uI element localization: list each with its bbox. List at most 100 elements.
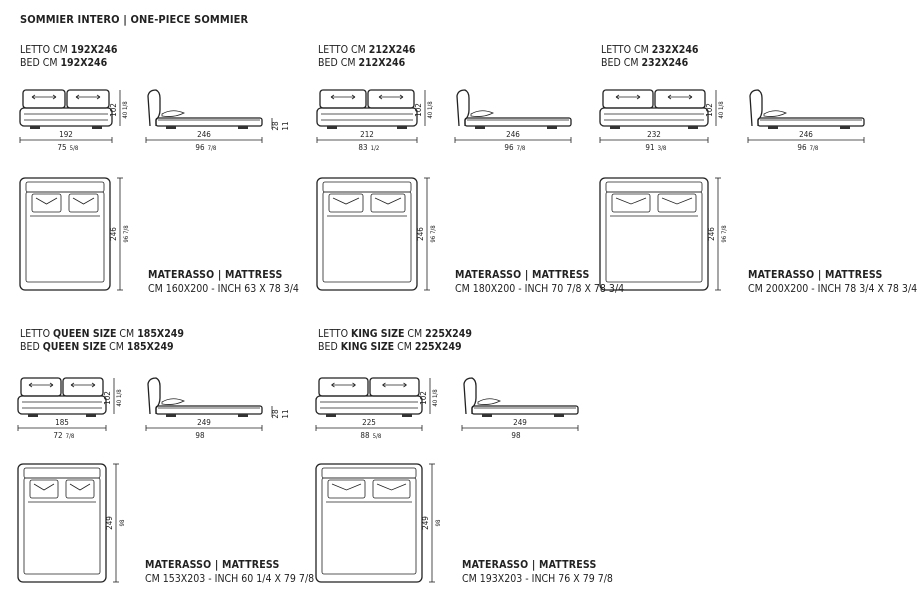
pillow-left bbox=[31, 193, 62, 213]
plan-headboard bbox=[25, 181, 105, 193]
bed-header: LETTO CM 212X246 BED CM 212X246 bbox=[318, 44, 416, 70]
mattress-label-2: MATERASSO | MATTRESS CM 200X200 - INCH 7… bbox=[748, 269, 917, 295]
bed-foot bbox=[840, 126, 850, 129]
headboard-cushion-right bbox=[369, 377, 420, 397]
bed-foot bbox=[554, 414, 564, 417]
side-length-cm: 249 bbox=[197, 418, 211, 427]
bed-foot bbox=[166, 414, 176, 417]
base-height-cm: 28 bbox=[271, 409, 280, 419]
headboard-cushion-right bbox=[367, 89, 415, 109]
front-height-cm: 102 bbox=[103, 391, 112, 405]
plan-view bbox=[599, 177, 721, 291]
plan-length-in: 96 7/8 bbox=[123, 225, 130, 243]
pillow-left bbox=[611, 193, 651, 213]
letto-line: LETTO CM 212X246 bbox=[318, 44, 416, 56]
plan-headboard bbox=[605, 181, 703, 193]
headboard-side bbox=[463, 377, 477, 415]
bed-foot bbox=[475, 126, 485, 129]
bed-line: BED QUEEN SIZE CM 185X249 bbox=[20, 341, 174, 353]
bed-frame-front bbox=[599, 107, 709, 127]
bed-drawing-4 bbox=[315, 377, 579, 583]
front-height-in: 40 1/8 bbox=[432, 389, 439, 407]
frame-side bbox=[155, 117, 263, 127]
plan-headboard bbox=[322, 181, 412, 193]
pillow-left bbox=[29, 479, 59, 499]
bed-foot bbox=[166, 126, 176, 129]
pillow-fold bbox=[332, 197, 360, 205]
bed-foot bbox=[92, 126, 102, 129]
plan-mattress bbox=[321, 477, 417, 575]
plan-length-cm: 246 bbox=[109, 227, 118, 241]
plan-length-cm: 246 bbox=[707, 227, 716, 241]
plan-mattress bbox=[322, 191, 412, 283]
pillow-side bbox=[470, 110, 494, 117]
headboard-cushion-left bbox=[319, 89, 367, 109]
letto-line: LETTO QUEEN SIZE CM 185X249 bbox=[20, 328, 184, 340]
bed-foot bbox=[326, 414, 336, 417]
bed-drawing-2 bbox=[599, 89, 865, 291]
bed-frame-front bbox=[315, 395, 423, 415]
front-view bbox=[19, 89, 121, 143]
frame-side bbox=[757, 117, 865, 127]
front-width-cm: 192 bbox=[59, 130, 73, 139]
front-width-in: 83 bbox=[358, 143, 367, 152]
bed-line: BED KING SIZE CM 225X249 bbox=[318, 341, 462, 353]
bed-line: BED CM 192X246 bbox=[20, 57, 108, 69]
pillow-right bbox=[372, 479, 411, 499]
side-view bbox=[461, 377, 579, 431]
plan-frame bbox=[315, 463, 423, 583]
front-height-cm: 102 bbox=[414, 103, 423, 117]
mattress-label-3: MATERASSO | MATTRESS CM 153X203 - INCH 6… bbox=[145, 559, 315, 585]
bed-foot bbox=[482, 414, 492, 417]
side-view bbox=[454, 89, 572, 143]
side-length-cm: 246 bbox=[197, 130, 211, 139]
pillow-fold bbox=[35, 197, 58, 205]
pillow-fold bbox=[331, 483, 362, 491]
front-height-cm: 102 bbox=[109, 103, 118, 117]
plan-length-cm: 249 bbox=[105, 516, 114, 530]
headboard-cushion-right bbox=[62, 377, 104, 397]
front-width-cm: 212 bbox=[360, 130, 374, 139]
headboard-side bbox=[147, 377, 161, 415]
plan-frame bbox=[17, 463, 107, 583]
plan-view bbox=[19, 177, 123, 291]
bed-foot bbox=[28, 414, 38, 417]
plan-headboard bbox=[321, 467, 417, 479]
pillow-side bbox=[763, 110, 787, 117]
plan-view bbox=[17, 463, 119, 583]
front-height-in: 40 1/8 bbox=[427, 101, 434, 119]
headboard-side bbox=[147, 89, 161, 127]
bed-foot bbox=[238, 126, 248, 129]
pillow-left bbox=[328, 193, 364, 213]
front-width-in-frac: 5/8 bbox=[70, 145, 79, 152]
bed-drawing-0 bbox=[19, 89, 273, 291]
cushion-arrow-head bbox=[70, 382, 96, 388]
letto-line: LETTO CM 192X246 bbox=[20, 44, 118, 56]
plan-length-cm: 246 bbox=[416, 227, 425, 241]
pillow-side bbox=[161, 110, 185, 117]
bed-header: LETTO KING SIZE CM 225X249 BED KING SIZE… bbox=[318, 328, 472, 354]
bed-foot bbox=[397, 126, 407, 129]
headboard-cushion-left bbox=[602, 89, 654, 109]
letto-line: LETTO KING SIZE CM 225X249 bbox=[318, 328, 472, 340]
side-view bbox=[145, 377, 273, 431]
bed-header: LETTO CM 192X246 BED CM 192X246 bbox=[20, 44, 118, 70]
front-width-in: 88 bbox=[360, 431, 370, 440]
page-title: SOMMIER INTERO | ONE-PIECE SOMMIER bbox=[20, 13, 249, 26]
pillow-left bbox=[327, 479, 366, 499]
bed-frame-front bbox=[17, 395, 107, 415]
bed-foot bbox=[402, 414, 412, 417]
bed-drawing-3 bbox=[17, 377, 273, 583]
headboard-cushion-right bbox=[654, 89, 706, 109]
base-height-in: 11 bbox=[281, 121, 290, 130]
plan-mattress bbox=[23, 477, 101, 575]
bed-foot bbox=[327, 126, 337, 129]
front-width-in-frac: 3/8 bbox=[658, 145, 667, 152]
headboard-cushion-left bbox=[22, 89, 66, 109]
side-length-in-frac: 7/8 bbox=[208, 145, 217, 152]
cushion-arrow-head bbox=[331, 382, 356, 388]
cushion-arrow-head bbox=[382, 382, 407, 388]
bed-drawing-1 bbox=[316, 89, 572, 291]
frame-side bbox=[155, 405, 263, 415]
bed-line: BED CM 212X246 bbox=[318, 57, 406, 69]
